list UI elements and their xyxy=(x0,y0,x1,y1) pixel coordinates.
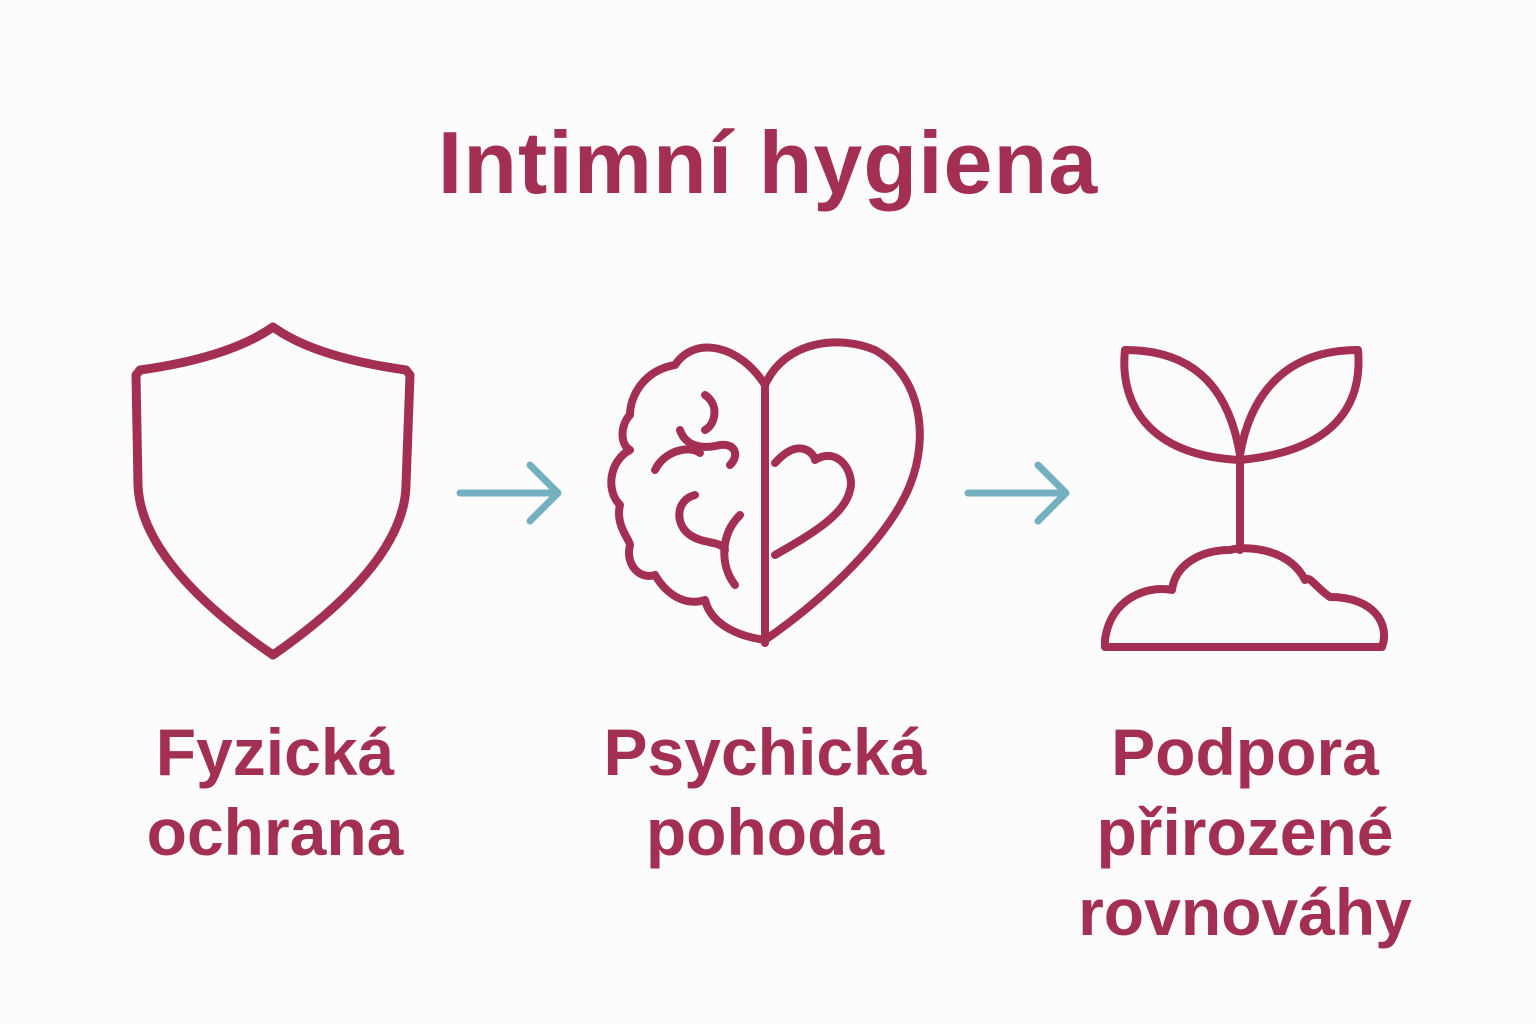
step-label-physical-protection: Fyzická ochrana xyxy=(65,712,485,872)
arrow-right-icon xyxy=(964,461,1070,525)
arrow-right-icon xyxy=(456,461,562,525)
label-line: pohoda xyxy=(645,795,885,869)
label-line: Fyzická xyxy=(155,715,395,789)
label-line: ochrana xyxy=(146,795,404,869)
label-line: přirozené xyxy=(1096,795,1394,869)
shield-icon xyxy=(131,322,415,660)
label-line: rovnováhy xyxy=(1078,875,1412,949)
label-line: Psychická xyxy=(603,715,927,789)
label-line: Podpora xyxy=(1111,715,1379,789)
step-label-mental-wellbeing: Psychická pohoda xyxy=(555,712,975,872)
sprout-icon xyxy=(1101,346,1389,651)
diagram-title: Intimní hygiena xyxy=(437,113,1099,212)
brain-heart-icon xyxy=(607,338,924,647)
step-label-natural-balance: Podpora přirozené rovnováhy xyxy=(1035,712,1455,952)
